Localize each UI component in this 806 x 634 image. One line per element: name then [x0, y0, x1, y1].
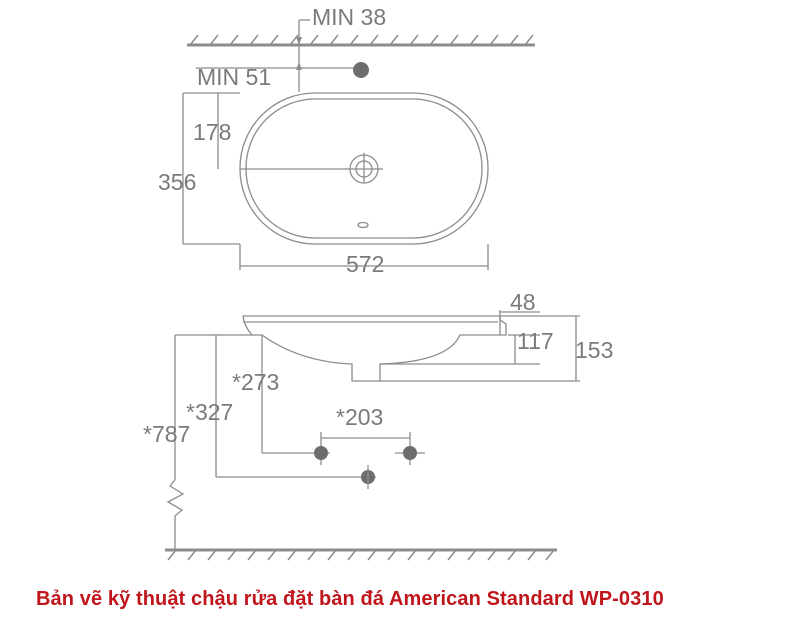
- tap-hole: [353, 62, 369, 78]
- supply-left-point: [314, 446, 328, 460]
- dim-327: *327: [186, 399, 233, 425]
- side-view: 48 117 153 *787 *327 *273 *203: [143, 289, 613, 561]
- supply-right-point: [403, 446, 417, 460]
- dim-min-51: MIN 51: [197, 64, 271, 90]
- dim-787: *787: [143, 421, 190, 447]
- dim-117: 117: [517, 328, 554, 354]
- basin-side-profile: [242, 315, 507, 382]
- wall-hatching-top: [189, 34, 534, 46]
- dim-178: 178: [193, 119, 231, 145]
- dim-203: *203: [336, 404, 383, 430]
- overflow-hole: [357, 221, 369, 229]
- drawing-caption: Bản vẽ kỹ thuật chậu rửa đặt bàn đá Amer…: [36, 588, 664, 610]
- floor-hatching: [167, 549, 555, 561]
- dim-min-38: MIN 38: [312, 4, 386, 30]
- dim-153: 153: [575, 337, 613, 363]
- dim-356: 356: [158, 169, 196, 195]
- dim-273: *273: [232, 369, 279, 395]
- dim-48: 48: [510, 289, 536, 315]
- dim-572: 572: [346, 251, 384, 277]
- top-view: MIN 38 MIN 51 356 178 572: [158, 4, 535, 277]
